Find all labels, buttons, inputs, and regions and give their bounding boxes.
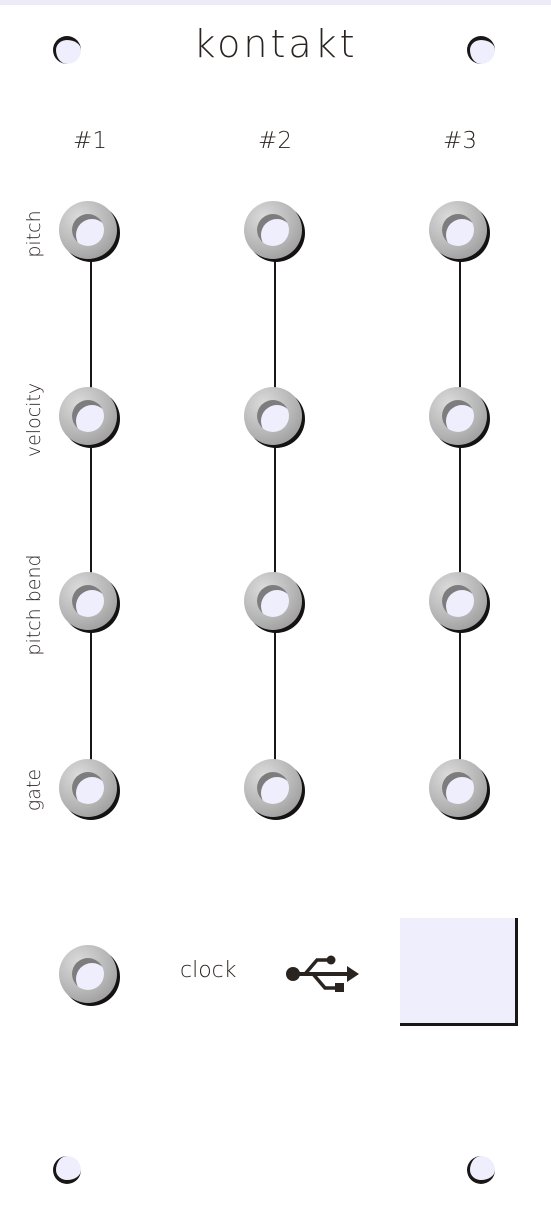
row-label-pitch-bend: pitch bend <box>23 554 45 656</box>
jack-3-pitch-bend[interactable] <box>429 572 490 633</box>
clock-label: clock <box>180 958 237 983</box>
column-3-wire <box>459 230 461 790</box>
screw-top-right <box>467 36 495 64</box>
jack-3-gate[interactable] <box>429 759 490 820</box>
jack-1-velocity[interactable] <box>59 387 120 448</box>
row-label-velocity: velocity <box>23 382 45 458</box>
screw-top-left <box>53 36 81 64</box>
screw-bottom-left <box>53 1156 81 1184</box>
jack-1-pitch[interactable] <box>59 201 120 262</box>
row-label-pitch: pitch <box>23 210 45 258</box>
jack-1-gate[interactable] <box>59 759 120 820</box>
column-label-1: #1 <box>73 128 107 154</box>
column-label-2: #2 <box>258 128 292 154</box>
usb-port[interactable] <box>400 918 518 1026</box>
jack-2-velocity[interactable] <box>244 387 305 448</box>
module-title: kontakt <box>193 22 358 66</box>
column-2-wire <box>274 230 276 790</box>
jack-clock[interactable] <box>59 945 120 1006</box>
jack-3-velocity[interactable] <box>429 387 490 448</box>
column-label-3: #3 <box>443 128 477 154</box>
jack-3-pitch[interactable] <box>429 201 490 262</box>
top-strip <box>0 0 551 5</box>
column-1-wire <box>90 230 92 790</box>
jack-2-pitch[interactable] <box>244 201 305 262</box>
jack-2-gate[interactable] <box>244 759 305 820</box>
usb-icon <box>286 955 359 992</box>
jack-2-pitch-bend[interactable] <box>244 572 305 633</box>
row-label-gate: gate <box>23 768 45 812</box>
jack-1-pitch-bend[interactable] <box>59 572 120 633</box>
screw-bottom-right <box>467 1156 495 1184</box>
